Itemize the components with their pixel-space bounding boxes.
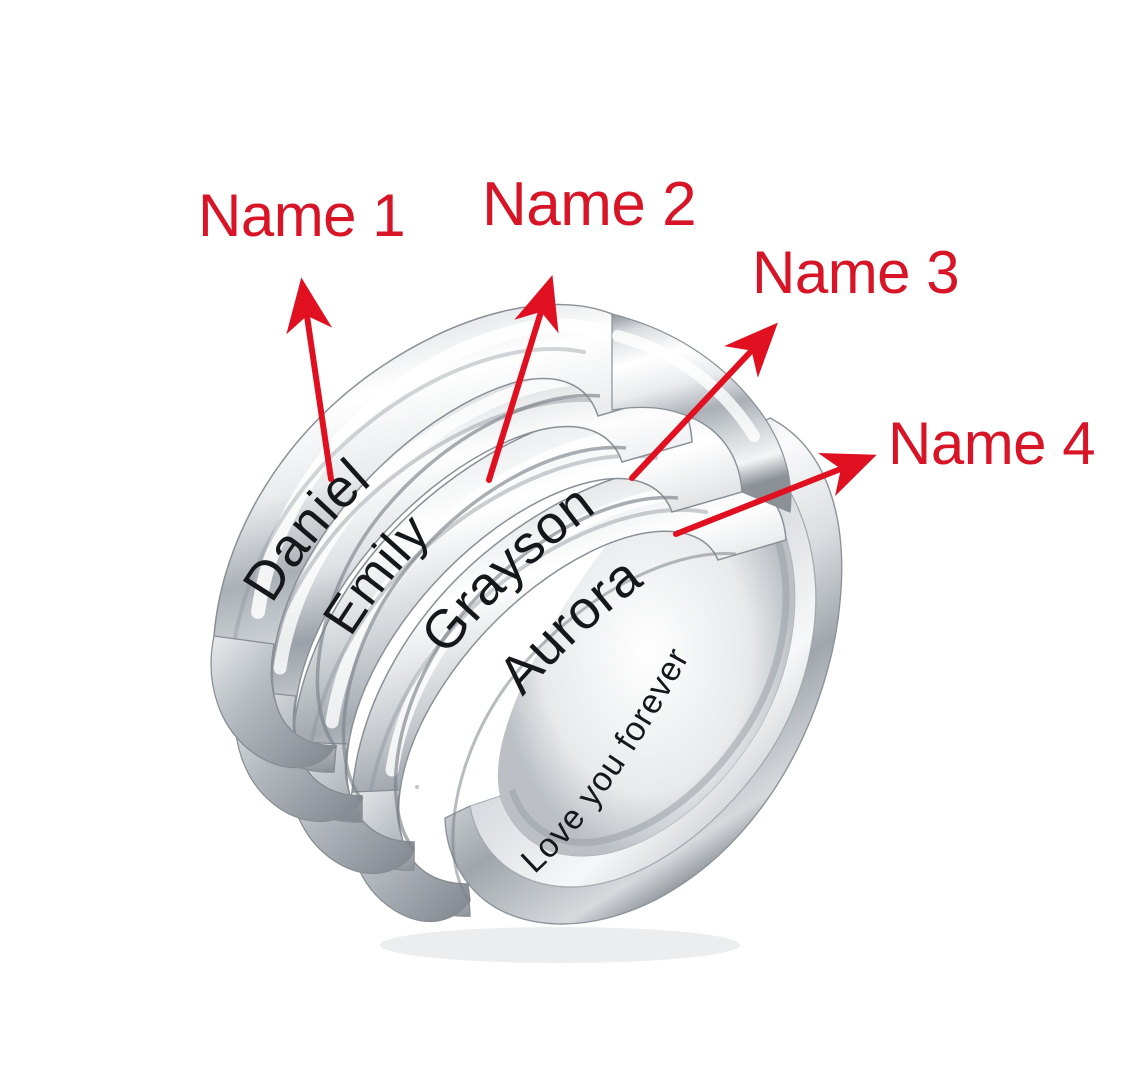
callout-label-name-3: Name 3 — [752, 239, 960, 306]
callout-label-name-4: Name 4 — [888, 410, 1096, 477]
ring-crown — [611, 313, 792, 513]
groove-3-4 — [393, 495, 679, 852]
callout-arrow-4 — [673, 453, 877, 537]
ring-band-daniel-endcap — [210, 635, 338, 769]
callout-label-name-2: Name 2 — [482, 170, 697, 239]
callout-arrow-3 — [629, 322, 778, 481]
callout-label-name-1: Name 1 — [198, 182, 406, 249]
callout-arrows — [286, 274, 877, 537]
groove-2-3 — [341, 445, 627, 802]
ring-crown-highlight — [612, 330, 760, 442]
ring-band-grayson-shadowline — [306, 453, 658, 766]
ring-band-emily-highlight — [273, 372, 623, 675]
ring-band-daniel-shadowline — [230, 347, 586, 660]
ring-band-grayson-highlight — [325, 430, 671, 729]
callout-arrow-2 — [486, 274, 559, 483]
ring-body — [210, 303, 843, 963]
groove-1-2 — [315, 393, 601, 750]
groove-4-shank — [451, 552, 737, 903]
ring-drop-shadow — [380, 927, 740, 963]
ring-sparkle-core — [415, 785, 419, 789]
ring-band-aurora-shadowline — [366, 507, 708, 812]
callout-arrow-1 — [286, 277, 334, 482]
